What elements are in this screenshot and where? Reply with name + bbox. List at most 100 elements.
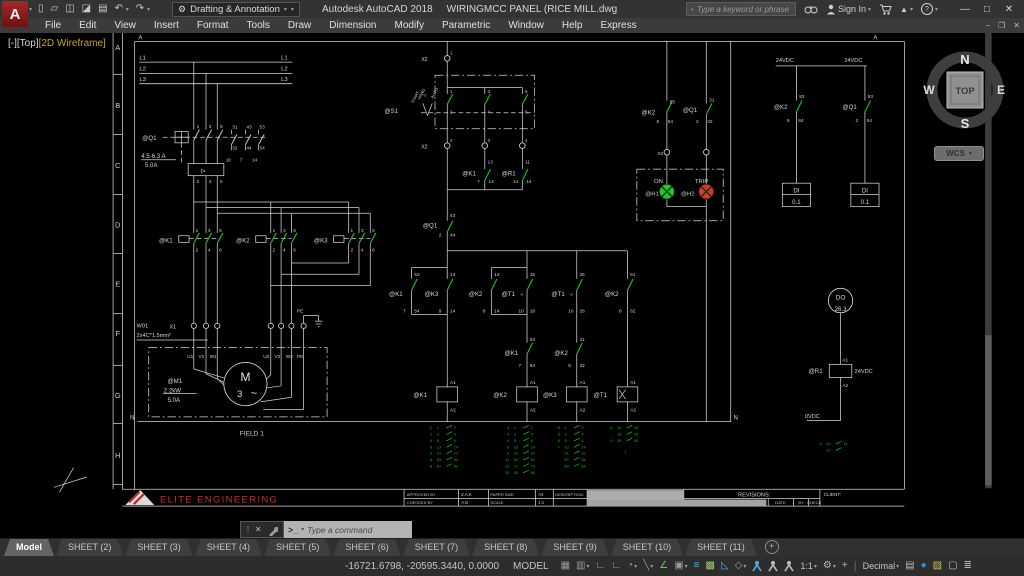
doc-close-button[interactable]: ✕ — [1013, 21, 1020, 30]
viewcube[interactable]: N W E S TOP — [923, 46, 1007, 162]
menu-draw[interactable]: Draw — [287, 20, 312, 31]
chevron-down-icon[interactable]: ▾ — [650, 563, 654, 570]
command-window-grip[interactable]: ⁞⁞ ✕ — [240, 521, 284, 538]
tab-sheet-11-[interactable]: SHEET (11) — [685, 539, 757, 556]
object-snap-icon[interactable]: ▣▾ — [672, 557, 689, 575]
menu-insert[interactable]: Insert — [153, 20, 179, 31]
tab-model[interactable]: Model — [4, 539, 54, 556]
chevron-down-icon[interactable]: ▾ — [896, 563, 900, 570]
viewcube-south[interactable]: S — [961, 116, 970, 131]
workspace-selector[interactable]: ⚙ Drafting & Annotation ▾ ▾ — [172, 2, 300, 17]
open-file-button[interactable]: ▱ — [50, 3, 59, 14]
viewport-controls[interactable]: [-][Top][2D Wireframe] — [8, 38, 106, 49]
wcs-dropdown[interactable]: WCS ▾ — [934, 146, 984, 161]
tab-sheet-5-[interactable]: SHEET (5) — [264, 539, 331, 556]
close-button[interactable]: ✕ — [1004, 3, 1014, 15]
viewport-view-control[interactable]: [Top] — [16, 38, 39, 49]
undo-button[interactable]: ↶ ▾ — [114, 2, 129, 14]
selection-cycling-icon[interactable]: ◺ — [719, 557, 731, 575]
annotation-monitor-icon[interactable]: + — [840, 557, 850, 575]
viewcube-west[interactable]: W — [923, 83, 935, 97]
3d-osnap-icon[interactable]: ◇▾ — [733, 557, 749, 575]
object-snap-tracking-icon[interactable]: ╲▾ — [641, 557, 655, 575]
menu-tools[interactable]: Tools — [246, 20, 270, 31]
menu-dimension[interactable]: Dimension — [329, 20, 377, 31]
chevron-down-icon[interactable]: ▾ — [586, 563, 590, 570]
close-icon[interactable]: ✕ — [254, 525, 262, 534]
tab-sheet-4-[interactable]: SHEET (4) — [195, 539, 262, 556]
tab-sheet-2-[interactable]: SHEET (2) — [56, 539, 123, 556]
customize-wrench-icon[interactable] — [268, 524, 278, 536]
menu-parametric[interactable]: Parametric — [441, 20, 491, 31]
menu-help[interactable]: Help — [561, 20, 583, 31]
chevron-down-icon[interactable]: ▾ — [301, 527, 305, 533]
maximize-button[interactable]: □ — [983, 3, 991, 15]
model-space-button[interactable]: MODEL — [513, 560, 549, 572]
toolbar-grip-icon[interactable]: ▾ — [290, 7, 294, 13]
viewcube-face[interactable] — [946, 71, 984, 109]
viewport-menu-control[interactable]: [-] — [8, 38, 17, 49]
viewcube-north[interactable]: N — [960, 52, 969, 67]
lock-ui-icon[interactable]: ● — [919, 557, 929, 575]
annotation-scale-value[interactable]: 1:1▾ — [798, 561, 819, 571]
application-menu-button[interactable]: A — [2, 1, 28, 27]
chevron-down-icon[interactable]: ▾ — [283, 7, 287, 13]
grid-icon[interactable]: ▦ — [559, 557, 572, 575]
tab-sheet-6-[interactable]: SHEET (6) — [333, 539, 400, 556]
isodraft-icon[interactable]: ∠ — [657, 557, 670, 575]
saveas-button[interactable]: ◪ — [81, 3, 92, 14]
sign-in-button[interactable]: Sign In ▾ — [826, 4, 871, 15]
lineweight-icon[interactable]: ≡ — [692, 557, 702, 575]
customization-menu-icon[interactable]: ≣ — [962, 557, 974, 575]
tab-sheet-9-[interactable]: SHEET (9) — [541, 539, 608, 556]
tab-sheet-10-[interactable]: SHEET (10) — [611, 539, 683, 556]
chevron-down-icon[interactable]: ▾ — [634, 563, 638, 570]
menu-express[interactable]: Express — [600, 20, 637, 31]
new-file-button[interactable]: ▯ — [38, 3, 44, 14]
isolate-objects-icon[interactable]: ▨ — [931, 557, 944, 575]
units-value[interactable]: Decimal▾ — [861, 561, 902, 571]
infer-constraints-icon[interactable]: ∟ — [594, 557, 608, 575]
menu-format[interactable]: Format — [196, 20, 229, 31]
app-store-button[interactable] — [879, 4, 892, 15]
application-menu-caret-icon[interactable]: ▾ — [29, 7, 33, 13]
menu-view[interactable]: View — [114, 20, 136, 31]
ortho-icon[interactable]: ∟ — [609, 557, 623, 575]
workspace-switch-icon[interactable]: ⚙▾ — [821, 557, 838, 575]
annotation-scale-icon[interactable] — [782, 560, 796, 572]
tab-sheet-3-[interactable]: SHEET (3) — [125, 539, 192, 556]
save-button[interactable]: ◫ — [65, 3, 75, 14]
search-button[interactable] — [804, 4, 818, 14]
chevron-down-icon[interactable]: ▾ — [146, 6, 150, 13]
search-input[interactable]: ▸ Type a keyword or phrase — [686, 2, 796, 16]
chevron-down-icon[interactable]: ▾ — [832, 563, 836, 570]
a360-connect-button[interactable]: ▲ ▾ — [900, 5, 913, 14]
help-button[interactable]: ? ▾ — [920, 3, 938, 15]
tab-sheet-7-[interactable]: SHEET (7) — [403, 539, 470, 556]
menu-window[interactable]: Window — [508, 20, 544, 31]
viewcube-east[interactable]: E — [997, 83, 1005, 97]
menu-modify[interactable]: Modify — [394, 20, 424, 31]
transparency-icon[interactable]: ▩ — [704, 557, 717, 575]
chevron-down-icon[interactable]: ▾ — [813, 563, 817, 570]
tab-sheet-8-[interactable]: SHEET (8) — [472, 539, 539, 556]
chevron-down-icon[interactable]: ▾ — [743, 563, 747, 570]
menu-file[interactable]: File — [45, 20, 62, 31]
redo-button[interactable]: ↷ ▾ — [135, 2, 150, 14]
add-layout-button[interactable]: + — [764, 540, 779, 554]
plot-button[interactable]: ▤ — [98, 3, 108, 14]
command-window[interactable]: ⁞⁞ ✕ >_ ▾ Type a command — [240, 521, 412, 538]
annotation-visibility-icon[interactable] — [750, 560, 764, 572]
chevron-down-icon[interactable]: ▾ — [125, 6, 129, 13]
viewcube-ring[interactable] — [926, 51, 1004, 129]
command-input[interactable]: >_ ▾ Type a command — [284, 521, 412, 538]
snap-mode-icon[interactable]: ▥▾ — [574, 557, 591, 575]
doc-restore-button[interactable]: ❐ — [998, 21, 1006, 30]
doc-minimize-button[interactable]: − — [985, 21, 991, 30]
quick-properties-icon[interactable]: ▤ — [903, 557, 916, 575]
minimize-button[interactable]: — — [960, 3, 970, 15]
chevron-down-icon[interactable]: ▾ — [684, 563, 688, 570]
polar-tracking-icon[interactable]: ◔▾ — [625, 557, 639, 575]
